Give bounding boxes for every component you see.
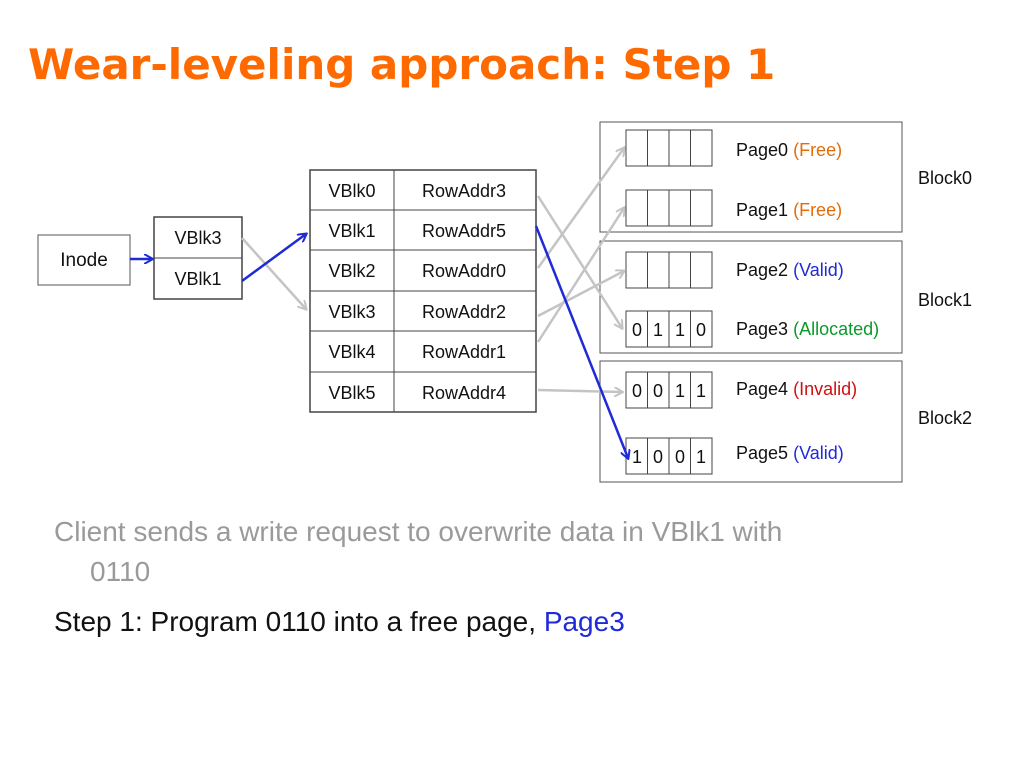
table-vblk-cell: VBlk5	[328, 383, 375, 403]
page-state: (Free)	[793, 140, 842, 160]
table-row-cell: RowAddr2	[422, 302, 506, 322]
step-text: Program 0110 into a free page,	[142, 606, 544, 637]
svg-text:Page0 (Free): Page0 (Free)	[736, 140, 842, 160]
arrow-rowaddr5-to-page5	[534, 225, 628, 458]
page-name: Page3	[736, 319, 788, 339]
table-vblk-cell: VBlk1	[328, 221, 375, 241]
mapping-diagram: Inode VBlk3 VBlk1 VBlk0 RowAddr3 VBlk1 R…	[37, 121, 972, 483]
table-row-cell: RowAddr3	[422, 181, 506, 201]
arrow-rowaddr4-to-page4	[537, 390, 622, 392]
inode-entry: VBlk1	[174, 269, 221, 289]
page-bit: 0	[675, 447, 685, 467]
page-4: 0 0 1 1 Page4 (Invalid)	[625, 371, 857, 409]
page-0: Page0 (Free)	[625, 129, 842, 167]
page-bit: 1	[696, 381, 706, 401]
page-state: (Free)	[793, 200, 842, 220]
table-vblk-cell: VBlk2	[328, 261, 375, 281]
svg-text:Page3 (Allocated): Page3 (Allocated)	[736, 319, 879, 339]
page-bit: 1	[653, 320, 663, 340]
bullet-line: Client sends a write request to overwrit…	[54, 516, 783, 547]
page-5: 1 0 0 1 Page5 (Valid)	[625, 437, 844, 475]
page-bit: 0	[696, 320, 706, 340]
page-name: Page1	[736, 200, 788, 220]
slide-title: Wear-leveling approach: Step 1	[28, 40, 776, 89]
arrow-rowaddr3-to-page3	[536, 195, 622, 328]
bullet-line: 0110	[90, 556, 151, 587]
bullet-step-1: Step 1: Program 0110 into a free page, P…	[54, 602, 974, 642]
page-bit: 1	[675, 381, 685, 401]
active-arrows	[130, 225, 628, 458]
inactive-arrows	[241, 148, 624, 392]
inode-label: Inode	[60, 250, 108, 271]
svg-text:Page4 (Invalid): Page4 (Invalid)	[736, 379, 857, 399]
table-row-cell: RowAddr5	[422, 221, 506, 241]
page-bit: 0	[653, 381, 663, 401]
page-state: (Valid)	[793, 443, 844, 463]
block-label: Block0	[918, 168, 972, 188]
page-bit: 0	[632, 381, 642, 401]
inode-entries-table: VBlk3 VBlk1	[153, 216, 243, 300]
inode-box: Inode	[37, 234, 131, 286]
page-bit: 0	[632, 320, 642, 340]
arrow-vblk3-to-table	[241, 237, 306, 309]
table-vblk-cell: VBlk4	[328, 342, 375, 362]
svg-text:Page2 (Valid): Page2 (Valid)	[736, 260, 844, 280]
table-vblk-cell: VBlk3	[328, 302, 375, 322]
table-row-cell: RowAddr0	[422, 261, 506, 281]
page-state: (Valid)	[793, 260, 844, 280]
inode-entry: VBlk3	[174, 228, 221, 248]
table-row-cell: RowAddr1	[422, 342, 506, 362]
vblk-mapping-table: VBlk0 RowAddr3 VBlk1 RowAddr5 VBlk2 RowA…	[309, 169, 537, 413]
page-bit: 0	[653, 447, 663, 467]
block-label: Block1	[918, 290, 972, 310]
page-state: (Allocated)	[793, 319, 879, 339]
step-label: Step 1:	[54, 606, 143, 637]
table-vblk-cell: VBlk0	[328, 181, 375, 201]
step-highlight: Page3	[543, 606, 625, 637]
page-bit: 1	[632, 447, 642, 467]
page-name: Page4	[736, 379, 788, 399]
page-2: Page2 (Valid)	[625, 251, 844, 289]
page-name: Page2	[736, 260, 788, 280]
arrow-rowaddr2-to-page2	[537, 271, 624, 318]
arrow-vblk1-to-table	[241, 234, 306, 283]
block-label: Block2	[918, 408, 972, 428]
arrow-rowaddr1-to-page1	[536, 208, 624, 343]
page-name: Page0	[736, 140, 788, 160]
svg-text:Page5 (Valid): Page5 (Valid)	[736, 443, 844, 463]
page-name: Page5	[736, 443, 788, 463]
page-bit: 1	[696, 447, 706, 467]
bullet-write-request: Client sends a write request to overwrit…	[54, 512, 974, 592]
page-bit: 1	[675, 320, 685, 340]
svg-text:Page1 (Free): Page1 (Free)	[736, 200, 842, 220]
page-state: (Invalid)	[793, 379, 857, 399]
arrow-rowaddr0-to-page0	[536, 148, 624, 269]
page-3: 0 1 1 0 Page3 (Allocated)	[625, 310, 879, 348]
page-1: Page1 (Free)	[625, 189, 842, 227]
table-row-cell: RowAddr4	[422, 383, 506, 403]
